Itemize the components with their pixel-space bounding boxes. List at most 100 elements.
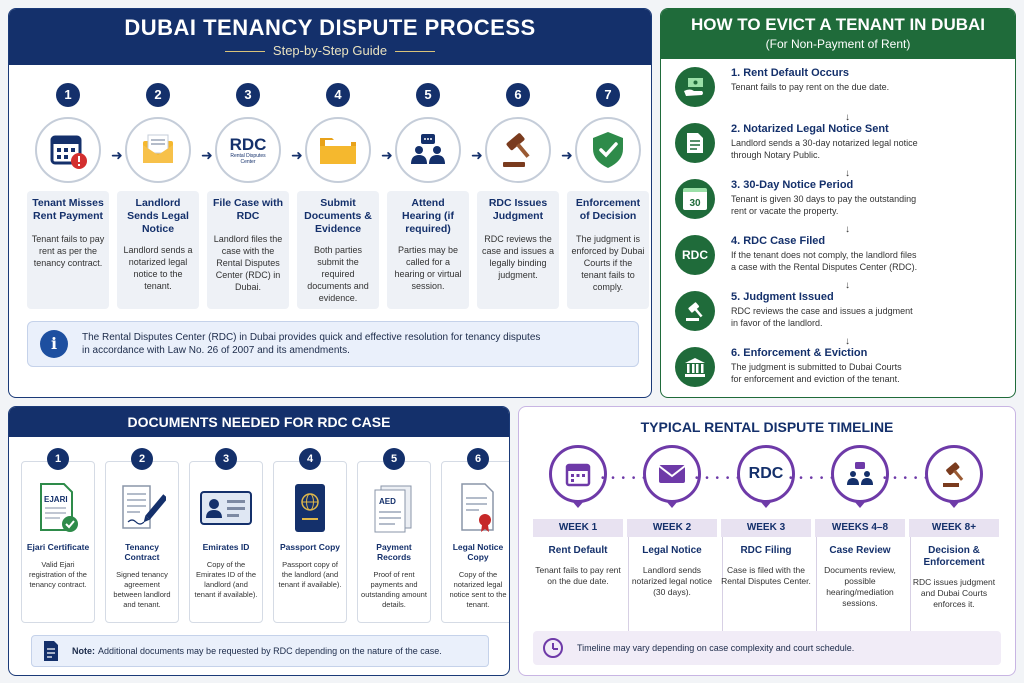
process-header: DUBAI TENANCY DISPUTE PROCESS Step-by-St… [9, 9, 651, 65]
timeline-item-desc: Tenant fails to pay rent on the due date… [535, 565, 621, 586]
step-desc: The judgment is enforced by Dubai Courts… [571, 234, 645, 292]
process-step-3: 3 RDC Rental Disputes Center File Case w… [207, 83, 289, 309]
gavel-icon [675, 291, 715, 331]
envelope-icon [643, 445, 701, 508]
step-desc: RDC reviews the case and issues a legall… [481, 234, 555, 280]
process-step-1: 1 Tenant Misses Rent Payment Tenant fail… [27, 83, 109, 309]
gavel-icon [485, 117, 551, 183]
arrow-down-icon: ↓ [845, 112, 850, 123]
calendar-30-icon: 30 [675, 179, 715, 219]
rdc-logo-sub: Rental Disputes Center [230, 152, 266, 165]
dotted-connector: • • • • • • [601, 473, 658, 484]
rdc-logo: RDC Rental Disputes Center [215, 117, 281, 183]
doc-number: 1 [47, 448, 69, 470]
doc-desc: Copy of the notarized legal notice sent … [449, 570, 507, 609]
rdc-logo-text: RDC [229, 134, 267, 154]
eviction-step: 30 3. 30-Day Notice Period Tenant is giv… [675, 179, 1005, 235]
documents-list: 1 EJARI Ejari Certificate Valid Ejari re… [19, 447, 509, 623]
step-card: Submit Documents & Evidence Both parties… [297, 191, 379, 309]
arrow-down-icon: ↓ [845, 336, 850, 347]
dotted-connector: • • • • • • [695, 473, 752, 484]
eviction-step: 2. Notarized Legal Notice Sent Landlord … [675, 123, 1005, 179]
step-title: Enforcement of Decision [575, 197, 641, 222]
arrow-right-icon: ➜ [201, 147, 213, 163]
eviction-header: HOW TO EVICT A TENANT IN DUBAI (For Non-… [661, 9, 1015, 59]
info-line-2: in accordance with Law No. 26 of 2007 an… [82, 345, 350, 356]
step-desc: Parties may be called for a hearing or v… [394, 245, 462, 291]
id-card-icon [193, 480, 259, 536]
arrow-down-icon: ↓ [845, 224, 850, 235]
step-number: 1 [56, 83, 80, 107]
timeline-item-title: Case Review [829, 545, 891, 556]
process-subtitle: Step-by-Step Guide [9, 43, 651, 58]
meeting-icon [831, 445, 889, 508]
doc-title: Legal Notice Copy [452, 542, 504, 562]
step-number: 3 [236, 83, 260, 107]
rdc-icon: RDC [675, 235, 715, 275]
process-step-5: 5 Attend Hearing (if required) Parties m… [387, 83, 469, 309]
eviction-step-title: 5. Judgment Issued [731, 291, 834, 303]
ejari-certificate-icon: EJARI [25, 480, 91, 536]
divider [816, 537, 817, 647]
note-text: Additional documents may be requested by… [98, 646, 442, 656]
timeline-item-title: Legal Notice [642, 545, 702, 556]
arrow-down-icon: ↓ [845, 280, 850, 291]
step-card: Landlord Sends Legal Notice Landlord sen… [117, 191, 199, 309]
divider [722, 537, 723, 647]
step-desc: Both parties submit the required documen… [307, 245, 369, 303]
step-number: 4 [326, 83, 350, 107]
timeline-item-desc: Landlord sends notarized legal notice (3… [631, 565, 713, 597]
money-hand-icon [675, 67, 715, 107]
document-item: 2 Tenancy Contract Signed tenancy agreem… [105, 448, 179, 623]
info-box: i The Rental Disputes Center (RDC) in Du… [27, 321, 639, 367]
info-icon: i [40, 330, 68, 358]
document-item: 3 Emirates ID Copy of the Emirates ID of… [189, 448, 263, 623]
timeline-item-desc: Case is filed with the Rental Disputes C… [721, 565, 811, 586]
doc-number: 2 [131, 448, 153, 470]
doc-number: 6 [467, 448, 489, 470]
timeline-item: RDC WEEK 3 RDC Filing Case is filed with… [721, 445, 811, 587]
eviction-subtitle: (For Non-Payment of Rent) [765, 37, 911, 51]
document-item: 4 Passport Copy Passport copy of the lan… [273, 448, 347, 623]
step-number: 7 [596, 83, 620, 107]
doc-title: Tenancy Contract [124, 542, 160, 562]
process-step-2: 2 Landlord Sends Legal Notice Landlord s… [117, 83, 199, 309]
courthouse-icon [675, 347, 715, 387]
step-card: Attend Hearing (if required) Parties may… [387, 191, 469, 309]
eviction-step-title: 1. Rent Default Occurs [731, 67, 849, 79]
timeline-item: WEEK 8+ Decision & Enforcement RDC issue… [909, 445, 999, 610]
timeline-note-text: Timeline may vary depending on case comp… [577, 643, 855, 653]
passport-icon [277, 480, 343, 536]
rdc-text: RDC [748, 465, 784, 482]
timeline-panel: TYPICAL RENTAL DISPUTE TIMELINE WEEK 1 R… [518, 406, 1016, 676]
eviction-step: 1. Rent Default Occurs Tenant fails to p… [675, 67, 1005, 123]
process-step-6: 6 RDC Issues Judgment RDC reviews the ca… [477, 83, 559, 309]
timeline-week: WEEK 2 [627, 519, 717, 537]
process-title: DUBAI TENANCY DISPUTE PROCESS [124, 15, 536, 40]
step-number: 2 [146, 83, 170, 107]
doc-desc: Proof of rent payments and outstanding a… [361, 570, 427, 609]
eviction-panel: HOW TO EVICT A TENANT IN DUBAI (For Non-… [660, 8, 1016, 398]
calendar-text: 30 [683, 188, 707, 210]
eviction-step-title: 2. Notarized Legal Notice Sent [731, 123, 889, 135]
eviction-step: 6. Enforcement & Eviction The judgment i… [675, 347, 1005, 397]
timeline-list: WEEK 1 Rent Default Tenant fails to pay … [533, 445, 1001, 647]
doc-title: Emirates ID [202, 542, 250, 552]
document-item: 1 EJARI Ejari Certificate Valid Ejari re… [21, 448, 95, 623]
doc-desc: Copy of the Emirates ID of the landlord … [194, 560, 258, 599]
step-desc: Tenant fails to pay rent as per the tena… [31, 234, 105, 268]
doc-title: Payment Records [376, 542, 412, 562]
eviction-step-title: 4. RDC Case Filed [731, 235, 826, 247]
arrow-right-icon: ➜ [111, 147, 123, 163]
eviction-steps: 1. Rent Default Occurs Tenant fails to p… [675, 67, 1005, 397]
step-desc: Landlord files the case with the Rental … [213, 234, 283, 292]
timeline-item-desc: RDC issues judgment and Dubai Courts enf… [912, 577, 996, 609]
gavel-icon [925, 445, 983, 508]
eviction-step-desc: If the tenant does not comply, the landl… [731, 250, 918, 272]
timeline-item-title: Decision & Enforcement [923, 545, 985, 568]
step-title: Submit Documents & Evidence [304, 197, 372, 235]
eviction-step-desc: Landlord sends a 30-day notarized legal … [731, 138, 918, 160]
step-card: Enforcement of Decision The judgment is … [567, 191, 649, 309]
arrow-right-icon: ➜ [471, 147, 483, 163]
eviction-step-desc: Tenant fails to pay rent on the due date… [731, 82, 890, 92]
